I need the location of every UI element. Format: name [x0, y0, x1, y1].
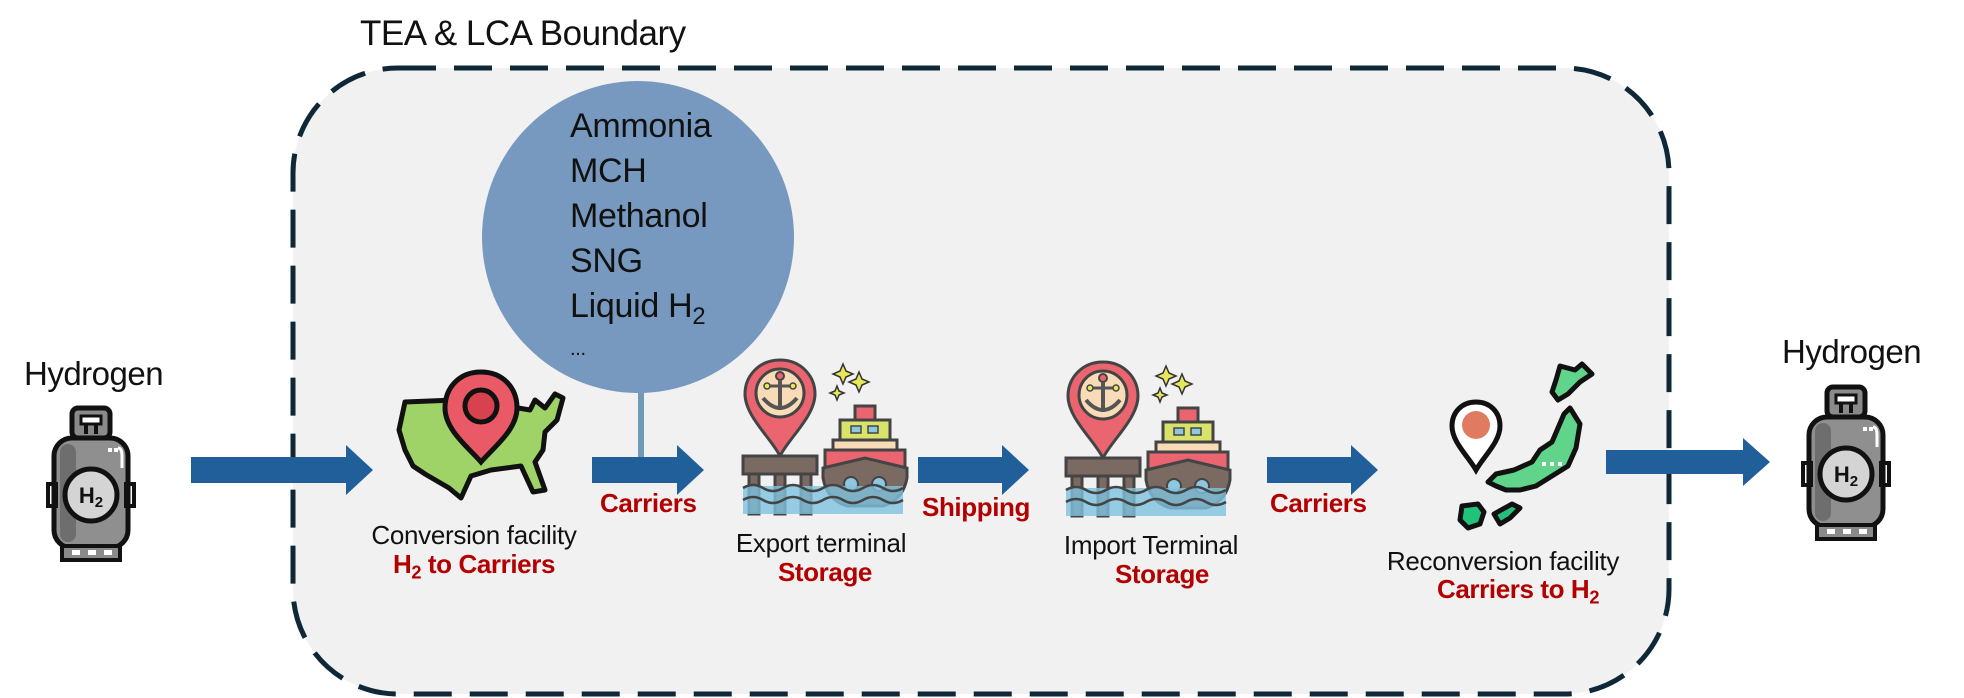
carrier-option: Liquid H2: [570, 287, 706, 331]
stage-name: Conversion facility: [371, 520, 577, 550]
flow-arrow-carriers-1: [592, 445, 704, 495]
stage-name: Import Terminal: [1063, 530, 1239, 560]
hydrogen-input-label: Hydrogen: [24, 355, 164, 392]
flow-label-carriers-2: Carriers: [1270, 488, 1367, 518]
carrier-option-more: ...: [570, 338, 586, 360]
export-terminal-port-icon: [741, 358, 909, 516]
flow-label-shipping: Shipping: [922, 492, 1030, 522]
stage-sub: Storage: [1114, 559, 1209, 589]
carrier-options-list: Ammonia MCH Methanol SNG Liquid H2 ...: [570, 104, 712, 369]
stage-import-terminal: Import Terminal Storage: [1055, 530, 1247, 590]
stage-name: Reconversion facility: [1386, 546, 1620, 576]
flow-label-carriers-1: Carriers: [600, 488, 697, 518]
hydrogen-output-label: Hydrogen: [1782, 333, 1922, 370]
carrier-options-circle: [482, 81, 794, 393]
import-terminal-port-icon: [1064, 360, 1232, 518]
flow-arrow-input: [191, 445, 373, 495]
carrier-option: SNG: [570, 242, 643, 280]
carrier-option: Ammonia: [570, 107, 712, 145]
stage-conversion: Conversion facility H2 to Carriers: [363, 520, 585, 583]
stage-name: Export terminal: [735, 528, 907, 558]
flow-arrow-carriers-2: [1267, 445, 1378, 495]
stage-sub: Carriers to H2: [1437, 574, 1600, 608]
carrier-option: MCH: [570, 152, 647, 190]
stage-sub: H2 to Carriers: [392, 549, 556, 583]
stage-sub: Storage: [777, 557, 872, 587]
flow-arrow-shipping: [918, 445, 1029, 495]
boundary-title: TEA & LCA Boundary: [360, 14, 686, 53]
japan-map-pin-icon: [1449, 361, 1595, 531]
usa-map-pin-icon: [396, 369, 566, 501]
flow-arrow-output: [1606, 438, 1770, 486]
stage-export-terminal: Export terminal Storage: [725, 528, 917, 588]
stage-reconversion: Reconversion facility Carriers to H2: [1377, 546, 1629, 608]
carrier-option: Methanol: [570, 197, 708, 235]
